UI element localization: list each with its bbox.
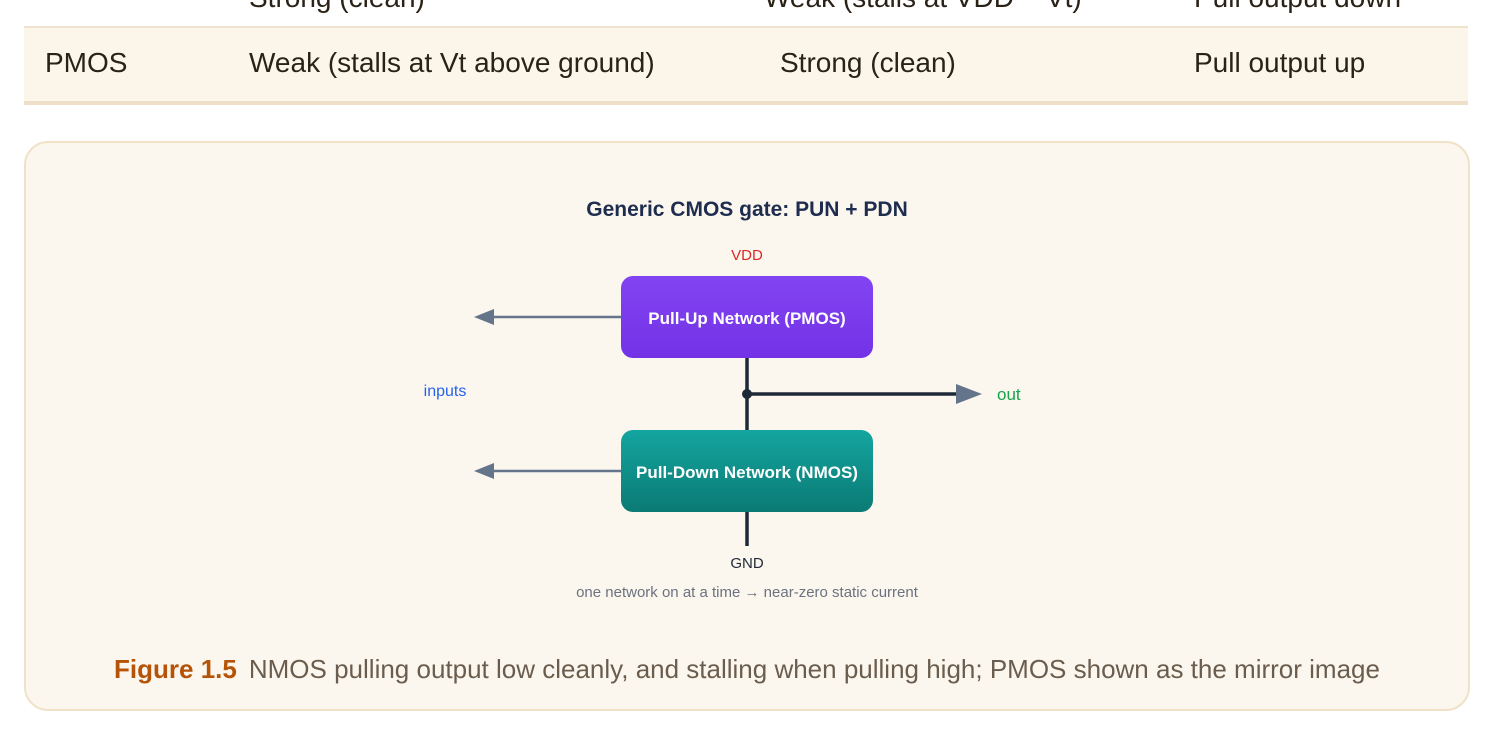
static-current-note: one network on at a time → near-zero sta…	[576, 584, 919, 601]
input-arrowhead-pdn	[474, 463, 494, 479]
figure-number: Figure 1.5	[114, 654, 237, 684]
cell-device: PMOS	[45, 47, 128, 78]
output-arrowhead	[956, 384, 982, 404]
cell-pull-high: Strong (clean)	[780, 47, 956, 78]
pull-down-network-label: Pull-Down Network (NMOS)	[636, 463, 858, 482]
previous-row-col2: Strong (clean)	[249, 0, 425, 14]
pull-up-network-box	[621, 276, 873, 358]
pull-down-network-box	[621, 430, 873, 512]
vdd-label: VDD	[731, 247, 763, 264]
previous-table-row: Strong (clean) Weak (stalls at VDD − Vt)…	[24, 0, 1468, 28]
inputs-label: inputs	[424, 383, 467, 400]
figure-caption-text: NMOS pulling output low cleanly, and sta…	[248, 654, 1380, 684]
cmos-gate-diagram: Generic CMOS gate: PUN + PDN VDD inputs …	[424, 198, 1021, 601]
gnd-label: GND	[730, 555, 764, 572]
cell-pull-low: Weak (stalls at Vt above ground)	[249, 47, 655, 78]
input-arrowhead-pun	[474, 309, 494, 325]
previous-row-col4: Pull output down	[1194, 0, 1401, 14]
pull-up-network-label: Pull-Up Network (PMOS)	[648, 309, 845, 328]
out-label: out	[997, 385, 1021, 404]
previous-row-col3: Weak (stalls at VDD − Vt)	[764, 0, 1082, 14]
figure-caption: Figure 1.5 NMOS pulling output low cleanl…	[26, 654, 1468, 685]
table-row-pmos: PMOS Weak (stalls at Vt above ground) St…	[24, 28, 1468, 105]
diagram-title: Generic CMOS gate: PUN + PDN	[586, 198, 908, 221]
figure-card: Generic CMOS gate: PUN + PDN VDD inputs …	[24, 141, 1470, 711]
cell-role: Pull output up	[1194, 47, 1366, 78]
